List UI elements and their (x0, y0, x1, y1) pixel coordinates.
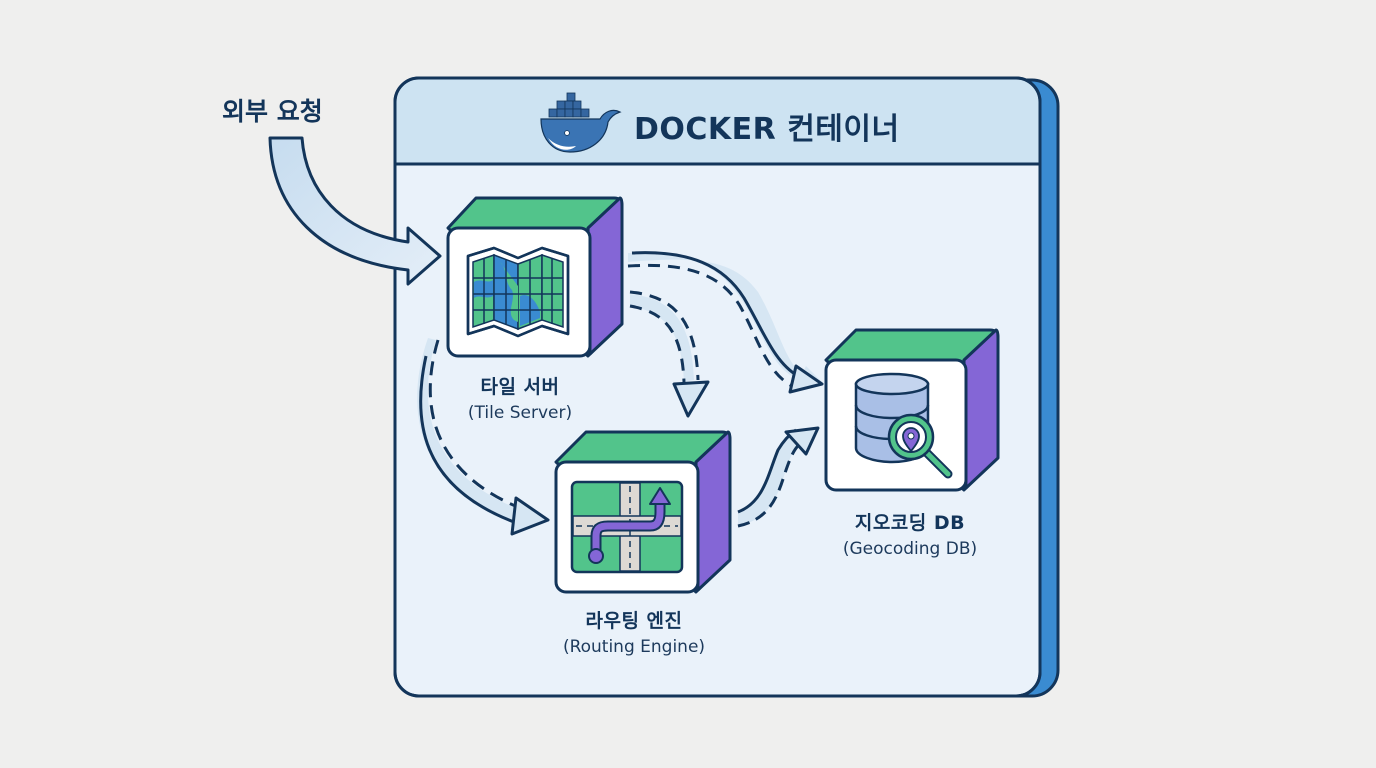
tile-server-label: 타일 서버 (Tile Server) (440, 372, 600, 423)
tile-server-label-en: (Tile Server) (467, 403, 573, 423)
routing-engine-node[interactable] (554, 430, 732, 594)
folded-map-icon (466, 246, 570, 338)
geocoding-db-node[interactable] (824, 328, 1000, 492)
docker-whale-icon (540, 92, 622, 153)
tile-server-label-ko: 타일 서버 (480, 376, 560, 398)
arrow-tile-to-routing-left (417, 338, 550, 536)
geocoding-db-label-ko: 지오코딩 DB (854, 512, 966, 534)
geocoding-db-label-en: (Geocoding DB) (842, 539, 978, 559)
arrow-tile-to-geocoding (627, 251, 824, 394)
tile-server-node[interactable] (446, 196, 624, 358)
routing-engine-label-en: (Routing Engine) (562, 637, 706, 657)
routing-engine-label-ko: 라우팅 엔진 (585, 610, 683, 632)
external-request-label: 외부 요청 (222, 97, 323, 126)
geocoding-db-label: 지오코딩 DB (Geocoding DB) (820, 508, 1000, 559)
routing-engine-label: 라우팅 엔진 (Routing Engine) (544, 606, 724, 657)
database-search-location-icon (854, 372, 953, 479)
arrow-routing-to-geocoding (737, 426, 820, 528)
arrow-external-to-tile (268, 136, 442, 286)
route-intersection-icon (570, 480, 684, 574)
container-title: DOCKER 컨테이너 (634, 112, 900, 147)
arrow-tile-to-routing-right (629, 290, 710, 418)
